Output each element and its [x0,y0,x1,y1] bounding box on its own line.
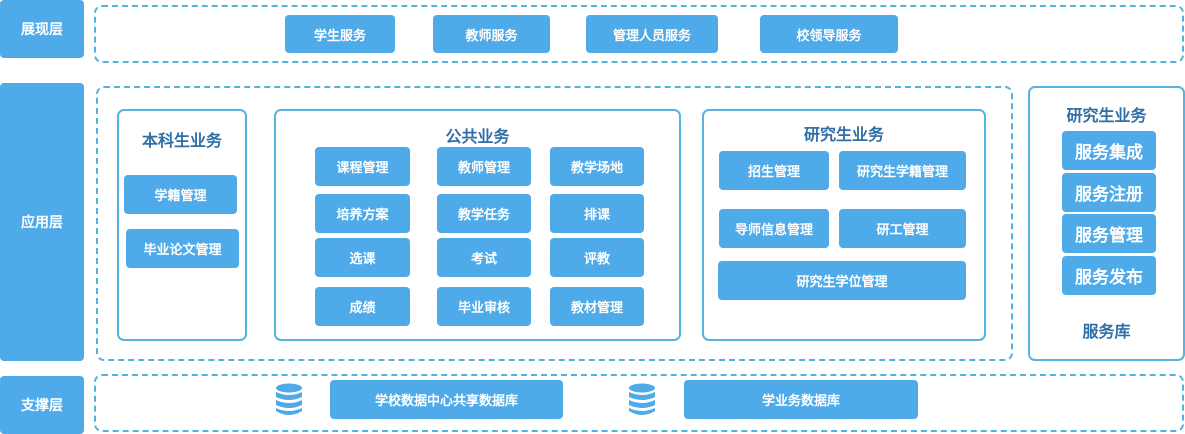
application-layer-container [96,86,1013,361]
support-layer-container [94,374,1184,432]
undergraduate-panel [117,109,247,341]
textbook-management-button[interactable]: 教材管理 [550,287,644,326]
undergraduate-title: 本科生业务 [141,131,222,150]
application-layer-label-text: 应用层 [21,215,63,231]
service-management-button[interactable]: 服务管理 [1062,214,1156,253]
teacher-service-button[interactable]: 教师服务 [433,15,550,53]
shared-database-button[interactable]: 学校数据中心共享数据库 [330,380,563,419]
service-library-footer: 服务库 [1082,322,1131,341]
service-publish-button[interactable]: 服务发布 [1062,256,1156,295]
admin-service-button[interactable]: 管理人员服务 [586,15,718,53]
training-plan-button[interactable]: 培养方案 [315,194,410,233]
student-service-button[interactable]: 学生服务 [285,15,395,53]
public-title: 公共业务 [445,127,510,146]
presentation-layer-container [94,5,1184,63]
academic-database-button[interactable]: 学业务数据库 [684,380,918,419]
exam-button[interactable]: 考试 [437,238,531,277]
advisor-info-button[interactable]: 导师信息管理 [719,209,829,248]
database-icon [629,383,655,415]
leader-service-button[interactable]: 校领导服务 [760,15,898,53]
application-layer-label: 应用层 [0,83,84,361]
admission-management-button[interactable]: 招生管理 [719,151,829,190]
grades-button[interactable]: 成绩 [315,287,410,326]
teaching-evaluation-button[interactable]: 评教 [550,238,644,277]
graduate-title: 研究生业务 [803,125,884,144]
service-registration-button[interactable]: 服务注册 [1062,173,1156,212]
service-library-title: 研究生业务 [1066,106,1147,125]
service-integration-button[interactable]: 服务集成 [1062,131,1156,170]
graduate-status-button[interactable]: 研究生学籍管理 [839,151,966,190]
graduate-degree-button[interactable]: 研究生学位管理 [718,261,966,300]
presentation-layer-label-text: 展现层 [21,22,63,38]
teaching-task-button[interactable]: 教学任务 [437,194,531,233]
student-status-button[interactable]: 学籍管理 [124,175,237,214]
support-layer-label: 支撑层 [0,376,84,434]
scheduling-button[interactable]: 排课 [550,194,644,233]
graduation-review-button[interactable]: 毕业审核 [437,287,531,326]
database-icon [276,383,302,415]
course-selection-button[interactable]: 选课 [315,238,410,277]
teacher-management-button[interactable]: 教师管理 [437,147,531,186]
course-management-button[interactable]: 课程管理 [315,147,410,186]
presentation-layer-label: 展现层 [0,0,84,58]
graduate-affairs-button[interactable]: 研工管理 [839,209,966,248]
teaching-venue-button[interactable]: 教学场地 [550,147,644,186]
support-layer-label-text: 支撑层 [21,398,63,414]
thesis-management-button[interactable]: 毕业论文管理 [126,229,239,268]
